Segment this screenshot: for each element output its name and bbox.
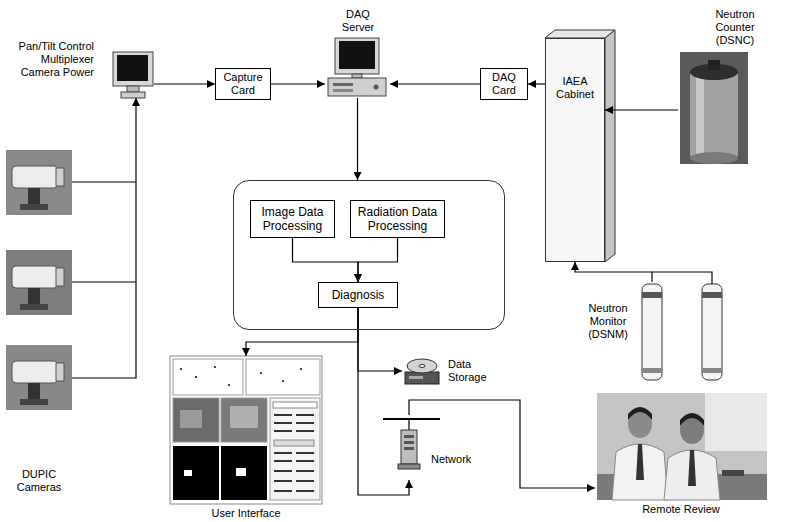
flow-arrow xyxy=(390,83,480,84)
camera-photo xyxy=(6,345,72,410)
ui-node: User Interface xyxy=(170,356,322,520)
tube-wire xyxy=(652,272,712,284)
node-label: Neutron Monitor (DSNM) xyxy=(583,302,633,341)
camera-wire xyxy=(72,182,136,282)
remote-review-photo xyxy=(597,393,767,500)
flow-arrow xyxy=(575,262,652,282)
node-label: Image Data Processing xyxy=(254,205,331,233)
node-label: Radiation Data Processing xyxy=(354,205,441,233)
process-box: DAQ Card xyxy=(480,68,528,100)
node-label: Capture Card xyxy=(219,71,267,97)
storage-node: Data Storage xyxy=(402,352,497,390)
flow-arrow xyxy=(271,83,325,84)
storage-icon xyxy=(405,359,439,384)
flow-arrow xyxy=(246,308,358,356)
flow-arrow xyxy=(409,400,595,488)
node-label: Data Storage xyxy=(448,358,496,384)
camera-photo xyxy=(6,250,72,315)
node-label: Diagnosis xyxy=(332,288,385,302)
flow-arrow xyxy=(357,98,358,180)
flow-arrow xyxy=(358,308,409,495)
detector-photo: Neutron Counter (DSNC) xyxy=(678,6,778,166)
network-node: Network xyxy=(393,415,483,480)
camera-photo xyxy=(6,150,72,215)
node-label: Pan/Tilt Control Multiplexer Camera Powe… xyxy=(2,40,94,79)
node-label: DUPIC Cameras xyxy=(14,468,64,494)
node-label: User Interface xyxy=(170,507,322,520)
process-box: Diagnosis xyxy=(318,282,398,308)
process-box: Image Data Processing xyxy=(250,200,335,238)
flow-arrow xyxy=(358,308,402,371)
node-label: Network xyxy=(431,453,481,466)
node-label: IAEA Cabinet xyxy=(550,75,600,101)
node-label: Remote Review xyxy=(595,503,767,516)
camera-group: DUPIC Cameras xyxy=(6,148,72,496)
detector-photo: Neutron Monitor (DSNM) xyxy=(583,282,733,382)
controller-monitor: Pan/Tilt Control Multiplexer Camera Powe… xyxy=(2,38,154,98)
server-computer: DAQ Server xyxy=(325,6,390,98)
node-label: DAQ Server xyxy=(337,8,379,34)
flow-arrow xyxy=(358,238,398,282)
server-icon xyxy=(328,38,386,96)
flow-arrow xyxy=(154,83,215,84)
node-label: DAQ Card xyxy=(484,71,524,97)
processing-group: Image Data Processing Radiation Data Proc… xyxy=(233,180,505,330)
flow-arrow xyxy=(605,109,678,110)
flow-arrow xyxy=(72,98,136,378)
flow-arrow xyxy=(528,83,545,84)
process-box: Radiation Data Processing xyxy=(350,200,445,238)
ui-screenshot xyxy=(170,356,322,504)
flow-arrow xyxy=(293,238,359,282)
neutron-monitor-tube xyxy=(642,284,722,380)
photo-node: Remote Review xyxy=(595,390,767,520)
cabinet-faces xyxy=(545,30,615,262)
monitor-icon xyxy=(113,52,153,98)
cabinet-box: IAEA Cabinet xyxy=(545,38,605,262)
process-box: Capture Card xyxy=(215,68,271,100)
node-label: Neutron Counter (DSNC) xyxy=(700,8,770,47)
neutron-counter-photo xyxy=(680,52,748,164)
